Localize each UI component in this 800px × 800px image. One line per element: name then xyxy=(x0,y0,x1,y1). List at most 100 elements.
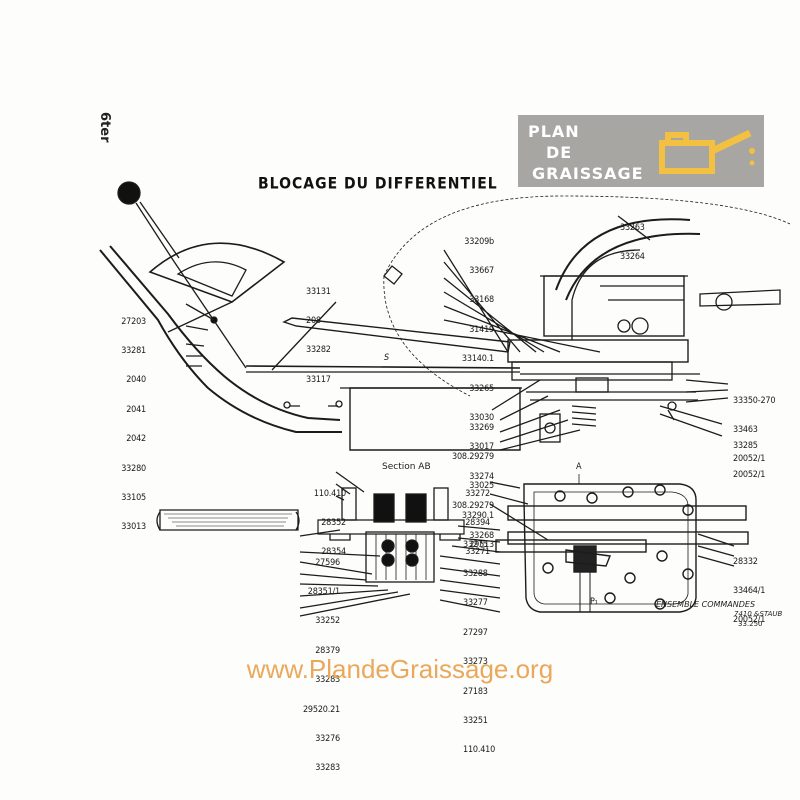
labels-section-top: 110.410 28352 28354 xyxy=(296,470,346,578)
marker-s: S xyxy=(384,353,389,363)
part-number: 33350-270 xyxy=(733,395,776,406)
labels-center-bottom: 33269 308.29279 33025 33290.1 29513 xyxy=(424,404,494,571)
part-number: 29513 xyxy=(469,540,494,551)
part-number: 33464/1 xyxy=(733,585,766,596)
long-arm xyxy=(282,317,511,353)
part-number: 33013 xyxy=(121,522,146,533)
part-number: 33264 xyxy=(620,251,645,262)
lever-quadrant xyxy=(148,242,286,303)
part-number: 33131 xyxy=(306,286,331,297)
part-number: 33275 xyxy=(463,539,488,550)
part-number: 33283 xyxy=(315,675,340,686)
part-number: 2042 xyxy=(126,434,146,445)
part-number: 33277 xyxy=(463,598,488,609)
part-number: 2040 xyxy=(126,375,146,386)
labels-right-upper: 33350-270 33463 20052/1 xyxy=(733,377,776,485)
part-number: 33276 xyxy=(315,733,340,744)
drawing-reference-code: 7410 &STAUB xyxy=(734,610,783,618)
part-number: 33667 xyxy=(469,265,494,276)
part-number: 33105 xyxy=(121,492,146,503)
part-number: 33274 xyxy=(469,471,494,482)
lever-rod xyxy=(135,202,247,369)
part-number: 308.29279 xyxy=(452,501,494,512)
section-ab-label: Section AB xyxy=(382,462,431,472)
part-number: 33140.1 xyxy=(461,354,494,365)
labels-section-right: 33275 33288 33277 27297 33273 27183 3325… xyxy=(463,521,495,776)
part-number: 33285 xyxy=(733,440,758,451)
lever-knob xyxy=(117,181,141,205)
part-number: 33263 xyxy=(620,222,645,233)
part-number: 33280 xyxy=(121,463,146,474)
marker-p1: P₁ xyxy=(590,597,598,607)
part-number: 28351/1 xyxy=(307,586,340,597)
part-number: 110.410 xyxy=(313,488,346,499)
ensemble-commandes-caption: ENSEMBLE COMMANDES xyxy=(656,600,756,609)
tie-rod xyxy=(245,365,521,369)
part-number: 33288 xyxy=(463,568,488,579)
labels-left-lever: 27203 33281 2040 2041 2042 33280 33105 3… xyxy=(96,298,146,553)
part-number: 28379 xyxy=(315,645,340,656)
part-number: 33290.1 xyxy=(461,510,494,521)
part-number: 28394 xyxy=(465,517,490,528)
part-number: 20052/1 xyxy=(733,469,766,480)
labels-lever-top: 33131 208 33282 33117 xyxy=(306,268,331,405)
labels-right-mid: 33285 20052/1 xyxy=(733,422,765,500)
labels-commandes-top: 33272 28394 33271 xyxy=(442,470,490,578)
part-number: 33252 xyxy=(315,616,340,627)
part-number: 33251 xyxy=(463,715,488,726)
logo-badge: PLAN DE GRAISSAGE xyxy=(518,115,764,187)
part-number: 33268 xyxy=(469,530,494,541)
part-number: 33209b xyxy=(464,236,494,247)
section-marker-a: A xyxy=(576,462,582,472)
part-number: 33273 xyxy=(463,657,488,668)
part-number: 33281 xyxy=(121,345,146,356)
part-number: 20052/1 xyxy=(733,454,766,465)
labels-center-top: 33209b 33667 33168 31419 33140.1 33265 3… xyxy=(430,218,494,561)
page-title: BLOCAGE DU DIFFERENTIEL xyxy=(258,174,498,194)
part-number: 29520.21 xyxy=(302,704,340,715)
labels-section-left: 27596 28351/1 33252 28379 33283 29520.21… xyxy=(288,539,340,794)
right-bracket xyxy=(543,275,685,337)
part-number: 33463 xyxy=(733,424,758,435)
commandes-assembly xyxy=(495,483,749,613)
part-number: 27183 xyxy=(463,686,488,697)
logo-line-2: DE xyxy=(546,143,573,162)
guard-outline xyxy=(383,195,791,277)
part-number: 31419 xyxy=(469,324,494,335)
part-number: 27297 xyxy=(463,627,488,638)
part-number: 27203 xyxy=(121,316,146,327)
logo-line-3: GRAISSAGE xyxy=(532,164,644,183)
part-number: 33265 xyxy=(469,383,494,394)
part-number: 33282 xyxy=(306,345,331,356)
oil-can-icon xyxy=(659,129,755,174)
part-number: 20052/1 xyxy=(733,615,766,626)
labels-top-right: 33263 33264 xyxy=(620,204,645,282)
part-number: 110.410 xyxy=(463,745,496,756)
part-number: 33283 xyxy=(315,763,340,774)
spring xyxy=(571,405,597,427)
part-number: 33168 xyxy=(469,295,494,306)
part-number: 308.29279 xyxy=(452,451,494,462)
labels-commandes-right: 28332 33464/1 20052/1 xyxy=(733,538,765,646)
part-number: 33030 xyxy=(469,412,494,423)
website-url: www.PlandeGraissage.org xyxy=(246,654,554,684)
main-lever xyxy=(109,245,341,421)
part-number: 28354 xyxy=(321,547,346,558)
part-number: 27596 xyxy=(315,557,340,568)
part-number: 33272 xyxy=(465,488,490,499)
part-number: 33117 xyxy=(306,374,331,385)
part-number: 33025 xyxy=(469,481,494,492)
part-number: 28352 xyxy=(321,517,346,528)
logo-line-1: PLAN xyxy=(528,122,580,141)
part-number: 33271 xyxy=(465,547,490,558)
part-number: 208 xyxy=(306,315,321,326)
part-number: 2041 xyxy=(126,404,146,415)
right-shaft xyxy=(699,289,781,307)
part-number: 33269 xyxy=(469,422,494,433)
drawing-reference-number: 33.250 xyxy=(738,620,763,628)
part-number: 28332 xyxy=(733,556,758,567)
part-number: 33017 xyxy=(469,442,494,453)
logo-text: PLAN DE GRAISSAGE xyxy=(528,121,663,184)
